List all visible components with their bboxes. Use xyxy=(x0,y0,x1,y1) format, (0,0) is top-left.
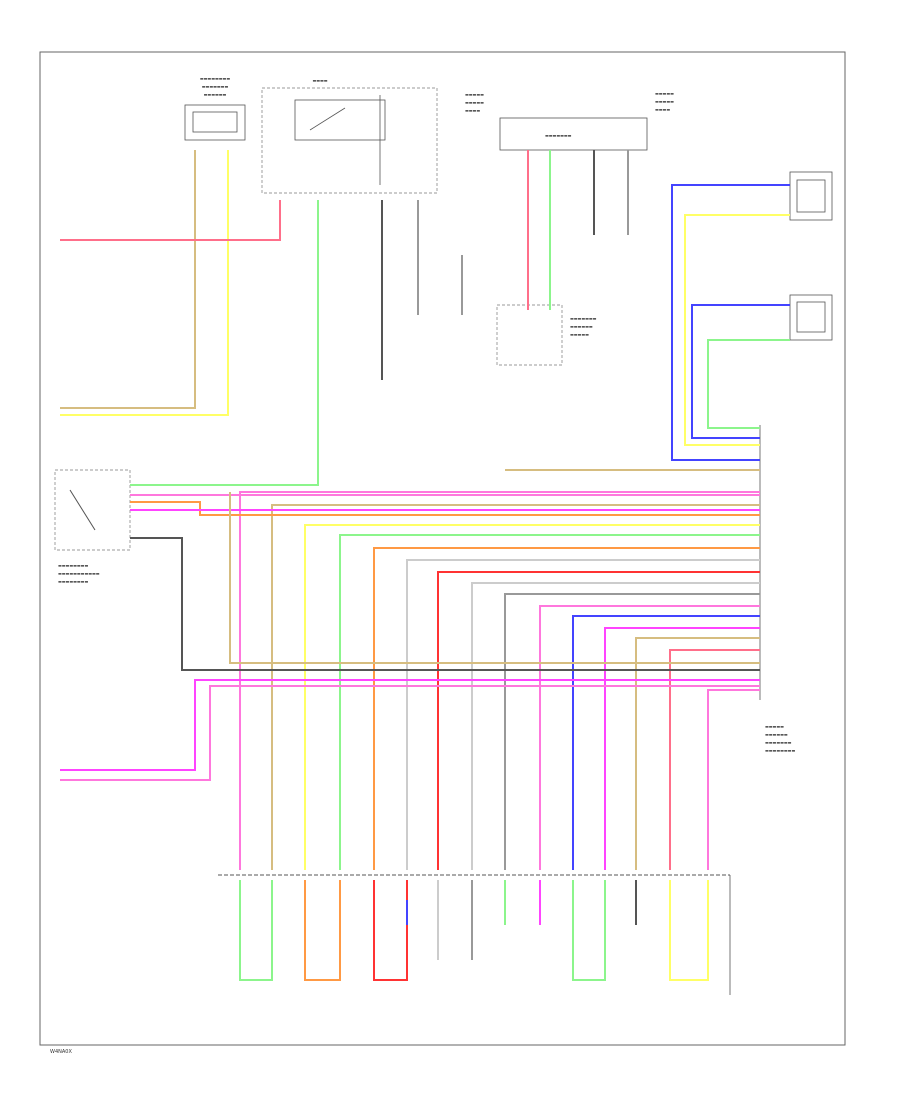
solenoid-connector xyxy=(218,874,731,995)
svg-text:▬▬▬▬▬: ▬▬▬▬▬ xyxy=(465,100,484,105)
right-sensor-2 xyxy=(789,294,833,341)
svg-text:▬▬▬▬▬▬▬▬▬▬▬: ▬▬▬▬▬▬▬▬▬▬▬ xyxy=(58,571,100,576)
wire-tan-left xyxy=(60,150,196,409)
svg-text:▬▬▬▬▬▬▬▬: ▬▬▬▬▬▬▬▬ xyxy=(765,748,795,753)
wire-yellow-left xyxy=(60,150,229,416)
svg-text:▬▬▬▬▬▬▬: ▬▬▬▬▬▬▬ xyxy=(765,740,792,745)
right-sensor-1 xyxy=(789,171,833,221)
top-center-relay-box: ▬▬▬▬ ▬▬▬▬▬ ▬▬▬▬▬ ▬▬▬▬ xyxy=(261,78,484,194)
wire-green-sensor-2 xyxy=(707,339,790,429)
park-neutral-switch: ▬▬▬▬▬▬▬▬ ▬▬▬▬▬▬▬▬▬▬▬ ▬▬▬▬▬▬▬▬ xyxy=(54,469,131,584)
wire-red-top xyxy=(60,200,281,241)
svg-text:▬▬▬▬▬▬: ▬▬▬▬▬▬ xyxy=(570,324,593,329)
svg-text:▬▬▬▬▬: ▬▬▬▬▬ xyxy=(570,332,589,337)
svg-text:▬▬▬▬▬: ▬▬▬▬▬ xyxy=(655,91,674,96)
top-left-sensor: ▬▬▬▬▬▬▬▬ ▬▬▬▬▬▬▬ ▬▬▬▬▬▬ xyxy=(184,76,246,141)
ecm-bus-wires xyxy=(239,491,760,870)
wire-blue-sensor-1 xyxy=(671,184,790,461)
solenoid-wires xyxy=(239,880,709,981)
svg-text:▬▬▬▬▬▬▬: ▬▬▬▬▬▬▬ xyxy=(545,133,572,138)
diagram-frame xyxy=(39,51,846,1046)
footer-code: W4NA0X xyxy=(50,1049,72,1055)
svg-text:▬▬▬▬: ▬▬▬▬ xyxy=(655,107,670,112)
body-ecu: ▬▬▬▬▬▬▬ ▬▬▬▬▬ ▬▬▬▬▬ ▬▬▬▬ xyxy=(499,91,674,151)
switch-wires xyxy=(60,492,760,781)
wire-yellow-sensor-1 xyxy=(684,214,790,446)
svg-text:▬▬▬▬▬▬▬▬: ▬▬▬▬▬▬▬▬ xyxy=(58,579,88,584)
svg-text:▬▬▬▬▬▬▬▬: ▬▬▬▬▬▬▬▬ xyxy=(58,563,88,568)
svg-text:▬▬▬▬▬: ▬▬▬▬▬ xyxy=(465,92,484,97)
ecm-connector: ▬▬▬▬▬ ▬▬▬▬▬▬ ▬▬▬▬▬▬▬ ▬▬▬▬▬▬▬▬ xyxy=(759,425,795,753)
svg-text:▬▬▬▬: ▬▬▬▬ xyxy=(465,108,480,113)
svg-text:▬▬▬▬▬▬: ▬▬▬▬▬▬ xyxy=(765,732,788,737)
middle-relay: ▬▬▬▬▬▬▬ ▬▬▬▬▬▬ ▬▬▬▬▬ xyxy=(496,304,597,366)
svg-text:▬▬▬▬▬▬▬▬: ▬▬▬▬▬▬▬▬ xyxy=(200,76,230,81)
svg-text:▬▬▬▬▬▬▬: ▬▬▬▬▬▬▬ xyxy=(570,316,597,321)
svg-text:▬▬▬▬▬▬: ▬▬▬▬▬▬ xyxy=(204,92,227,97)
wire-green-relay xyxy=(130,200,319,486)
svg-text:▬▬▬▬▬: ▬▬▬▬▬ xyxy=(765,724,784,729)
svg-text:▬▬▬▬▬: ▬▬▬▬▬ xyxy=(655,99,674,104)
wire-blue-sensor-2 xyxy=(691,304,790,439)
svg-text:▬▬▬▬: ▬▬▬▬ xyxy=(312,78,327,83)
svg-text:▬▬▬▬▬▬▬: ▬▬▬▬▬▬▬ xyxy=(202,84,229,89)
